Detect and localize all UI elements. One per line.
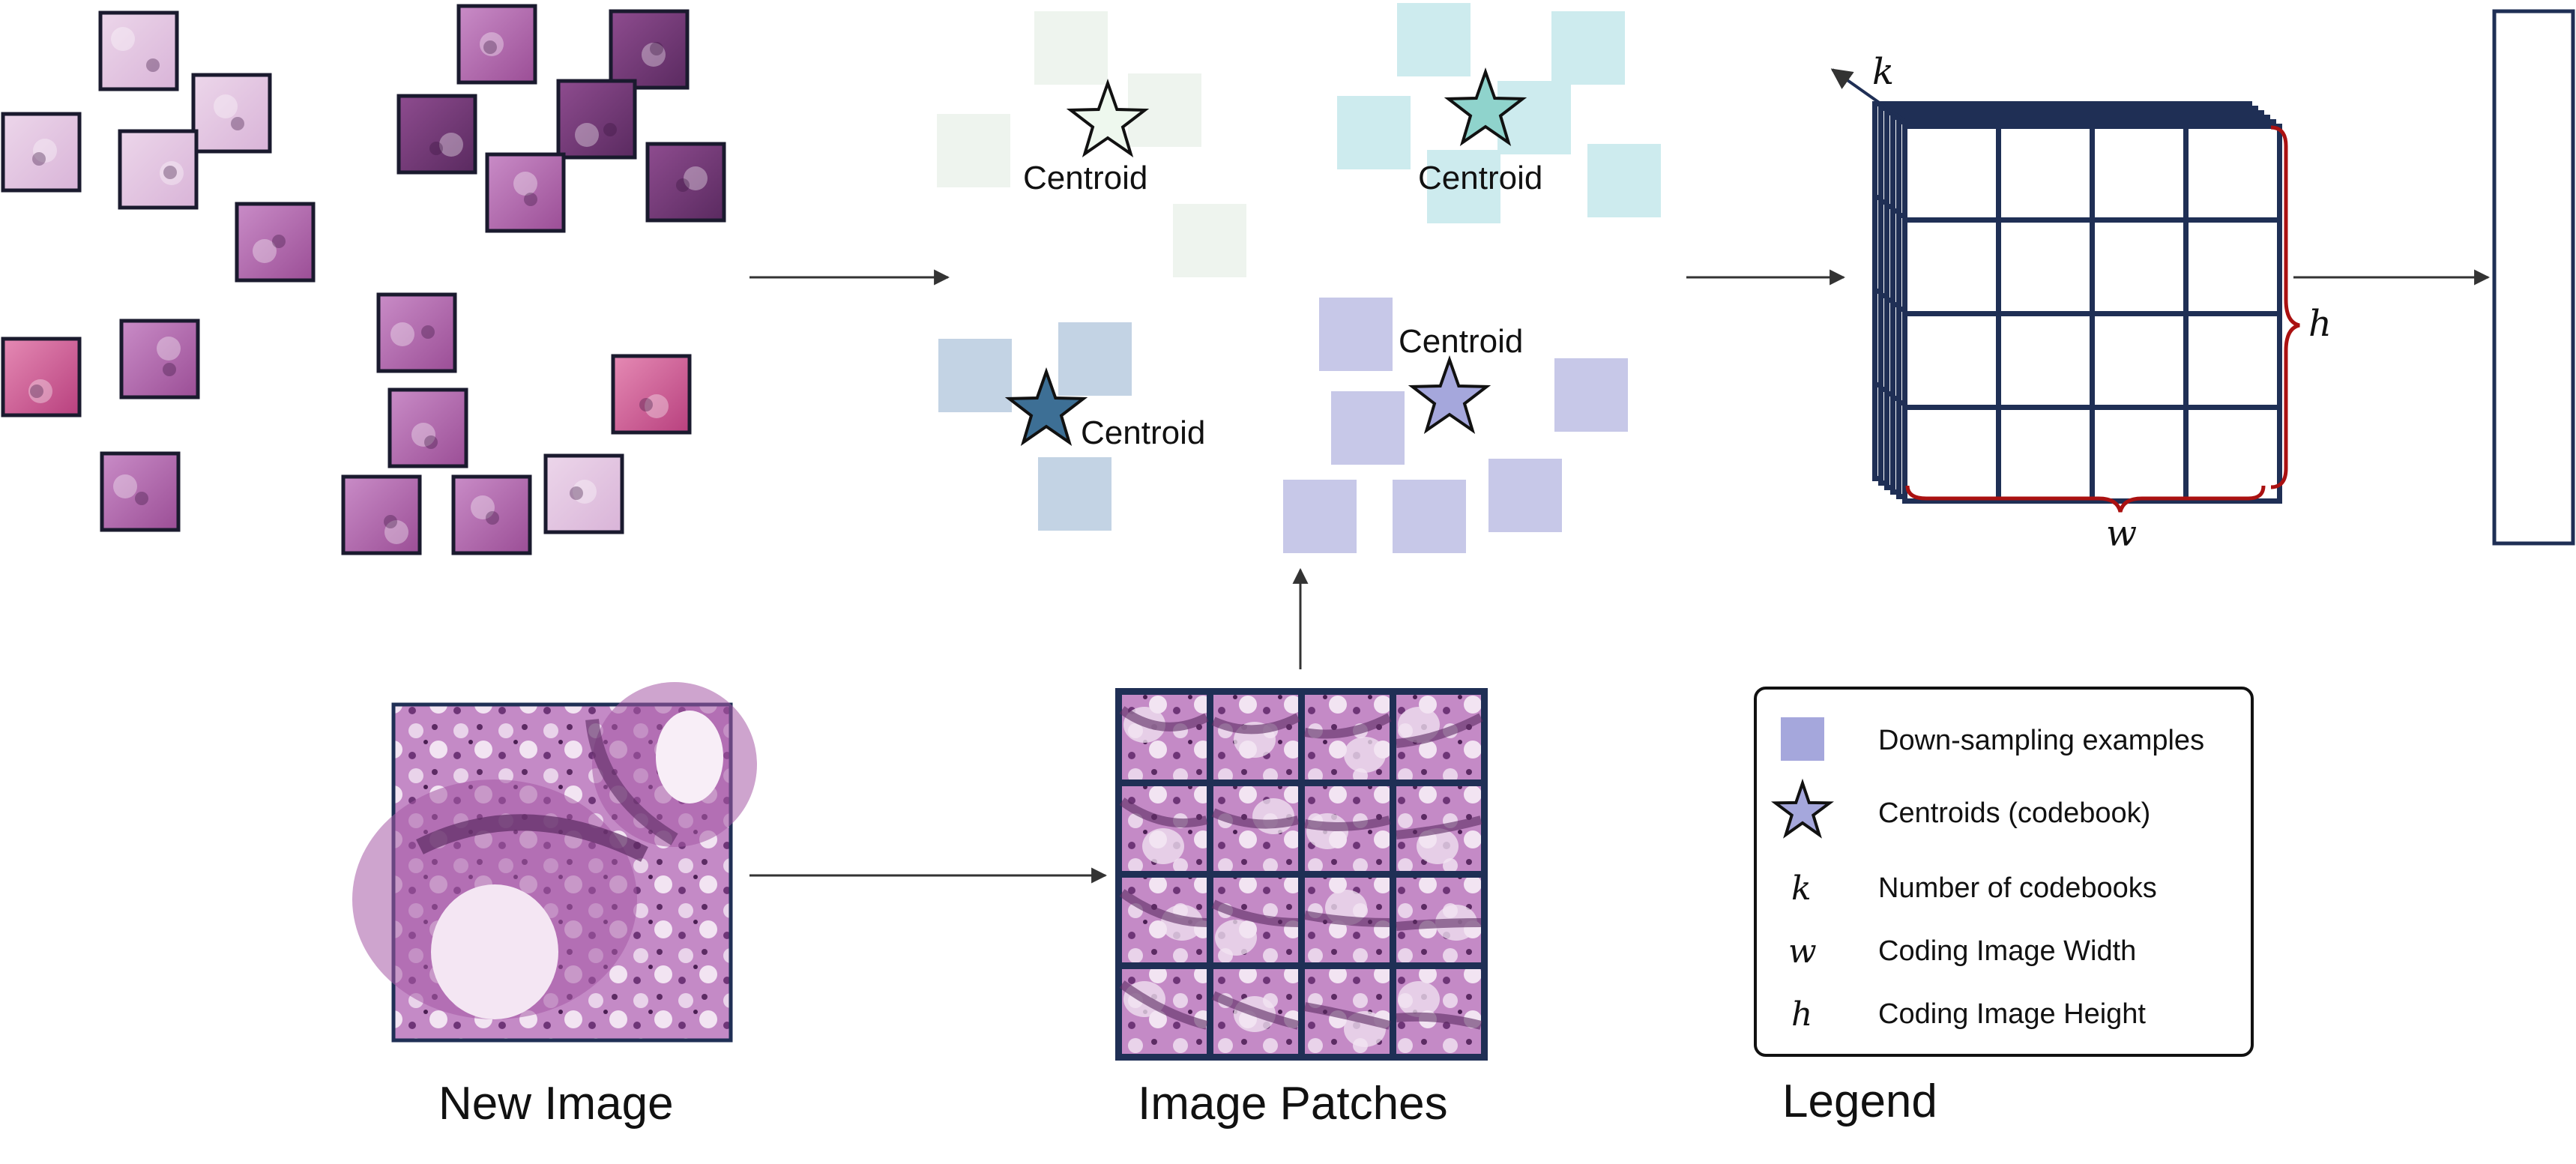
output-vector xyxy=(2492,9,2575,546)
image-patches-grid xyxy=(1115,688,1488,1061)
image-patch xyxy=(1119,695,1209,779)
legend-k-symbol: k xyxy=(1791,869,1812,908)
image-patch xyxy=(1211,786,1300,871)
legend-star-icon xyxy=(1771,778,1834,839)
tissue-patch xyxy=(100,451,181,532)
tissue-patch xyxy=(341,474,422,555)
down-sampling-example xyxy=(1058,322,1132,396)
down-sampling-example xyxy=(1337,96,1411,169)
centroid-star-icon xyxy=(1444,67,1527,146)
new-image xyxy=(352,682,757,1043)
tissue-patch xyxy=(485,152,566,233)
tissue-patch xyxy=(119,319,200,399)
legend-w-symbol: w xyxy=(1788,932,1817,971)
tissue-patch xyxy=(1,112,82,193)
down-sampling-example xyxy=(937,114,1010,187)
tissue-patch xyxy=(645,142,726,223)
w-brace xyxy=(1905,485,2266,513)
down-sampling-example xyxy=(1038,457,1111,531)
down-sampling-example xyxy=(1551,11,1625,85)
centroid-star-icon xyxy=(1408,355,1491,434)
image-patch xyxy=(1119,786,1208,871)
legend-square-swatch xyxy=(1781,717,1824,761)
image-patch xyxy=(1211,695,1300,779)
tissue-patch xyxy=(609,9,690,90)
tissue-patch xyxy=(543,453,624,534)
down-sampling-example xyxy=(1319,298,1393,371)
tissue-patch-scatter xyxy=(1,4,726,555)
tissue-patch xyxy=(387,388,468,468)
down-sampling-example xyxy=(1554,358,1628,432)
tissue-patch xyxy=(396,94,477,175)
tissue-patch xyxy=(98,10,179,91)
image-patch xyxy=(1119,969,1208,1054)
down-sampling-example xyxy=(1283,480,1357,553)
centroid-star-icon xyxy=(1004,367,1088,446)
legend-item-number-codebooks: Number of codebooks xyxy=(1878,872,2157,904)
down-sampling-example xyxy=(1488,459,1562,532)
down-sampling-example xyxy=(1331,391,1405,465)
new-image-caption: New Image xyxy=(438,1078,674,1130)
tissue-patch xyxy=(235,202,316,283)
w-label: w xyxy=(2106,513,2137,555)
centroid-stars xyxy=(1004,67,1527,446)
image-patch xyxy=(1119,878,1207,962)
k-axis-arrow xyxy=(1830,68,1905,121)
down-sampling-example xyxy=(1034,11,1108,85)
centroid-label-green: Centroid xyxy=(1023,160,1147,196)
tissue-patch xyxy=(376,292,457,373)
image-patch xyxy=(1396,969,1482,1054)
legend-caption: Legend xyxy=(1782,1076,1937,1127)
coding-layer xyxy=(1902,124,2282,504)
down-sampling-example xyxy=(1397,3,1471,76)
h-label: h xyxy=(2308,303,2332,345)
legend-item-down-sampling: Down-sampling examples xyxy=(1878,725,2204,756)
down-sampling-example xyxy=(938,339,1012,412)
image-patch xyxy=(1303,878,1390,962)
centroid-label-cyan: Centroid xyxy=(1418,160,1542,196)
tissue-patch xyxy=(451,474,532,555)
tissue-patch xyxy=(1,337,82,417)
image-patches-caption: Image Patches xyxy=(1138,1078,1448,1130)
down-sampling-example xyxy=(1393,480,1466,553)
centroid-label-purple: Centroid xyxy=(1399,323,1523,360)
cluster-squares xyxy=(937,3,1661,553)
image-patch xyxy=(1303,695,1392,779)
h-brace xyxy=(2270,125,2300,489)
tissue-patch xyxy=(611,354,692,435)
legend-h-symbol: h xyxy=(1791,995,1812,1034)
legend-box: k w h Down-sampling examples Centroids (… xyxy=(1754,687,2254,1057)
tissue-patch xyxy=(118,129,199,210)
image-patch xyxy=(1303,786,1391,871)
centroid-star-icon xyxy=(1066,78,1150,157)
centroid-label-blue: Centroid xyxy=(1081,414,1205,451)
image-patch xyxy=(1396,878,1482,962)
coding-image-stack xyxy=(1872,101,2282,504)
image-patch xyxy=(1211,969,1300,1054)
image-patch xyxy=(1396,695,1483,779)
k-label: k xyxy=(1872,51,1894,93)
legend-item-coding-width: Coding Image Width xyxy=(1878,935,2136,967)
tissue-patch xyxy=(456,4,537,85)
down-sampling-example xyxy=(1173,204,1246,277)
tissue-patch xyxy=(556,79,637,160)
image-patch xyxy=(1211,878,1299,962)
legend-item-coding-height: Coding Image Height xyxy=(1878,998,2146,1030)
legend-item-centroids: Centroids (codebook) xyxy=(1878,797,2150,829)
down-sampling-example xyxy=(1587,144,1661,217)
image-patch xyxy=(1396,786,1482,871)
down-sampling-example xyxy=(1427,150,1500,223)
tissue-patch xyxy=(191,73,272,154)
image-patch xyxy=(1303,969,1391,1054)
